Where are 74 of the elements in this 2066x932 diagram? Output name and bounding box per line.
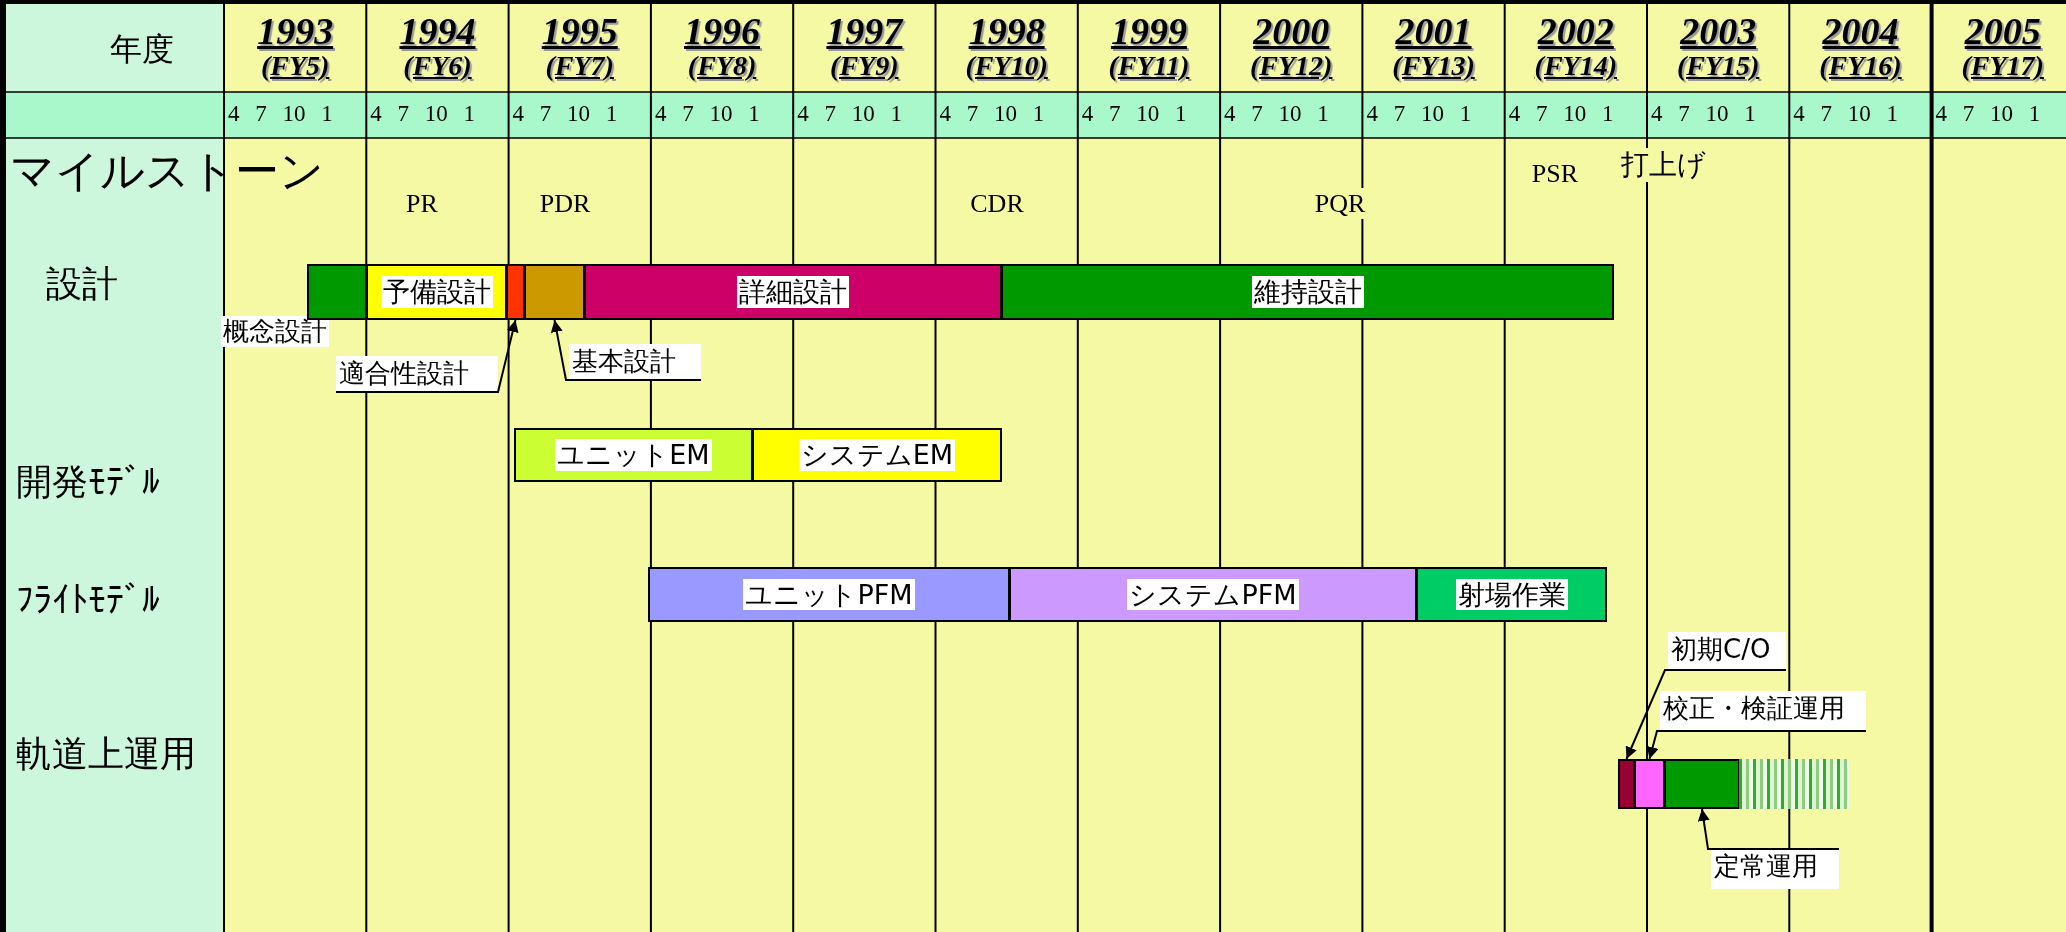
milestone-label: PSR bbox=[1530, 158, 1580, 190]
fiscal-year-label: (FY10) bbox=[964, 52, 1049, 80]
phase-label: 概念設計 bbox=[221, 316, 329, 348]
row-heading: 設計 bbox=[46, 262, 118, 306]
month-scale: 4 7 10 1 bbox=[1366, 100, 1472, 128]
row-heading: ﾌﾗｲﾄﾓﾃﾞﾙ bbox=[16, 578, 160, 622]
gantt-bar: ユニットPFM bbox=[648, 567, 1010, 622]
month-scale: 4 7 10 1 bbox=[939, 100, 1045, 128]
year-label: 1993 bbox=[256, 12, 335, 50]
fiscal-year-label: (FY17) bbox=[1960, 52, 2045, 80]
year-label: 2005 bbox=[1963, 12, 2042, 50]
year-label: 1997 bbox=[825, 12, 905, 50]
year-label: 1994 bbox=[398, 12, 477, 50]
fiscal-year-label: (FY15) bbox=[1675, 52, 1761, 80]
gantt-bar bbox=[1664, 759, 1740, 809]
callout-label: 初期C/O bbox=[1668, 632, 1786, 670]
gantt-bar: ユニットEM bbox=[514, 428, 753, 482]
milestone-label: CDR bbox=[969, 188, 1025, 220]
fiscal-year-label: (FY12) bbox=[1249, 52, 1334, 80]
leader-line bbox=[550, 319, 702, 381]
fiscal-year-label: (FY7) bbox=[544, 52, 615, 80]
callout-label: 定常運用 bbox=[1711, 849, 1839, 889]
fiscal-year-label: (FY14) bbox=[1533, 52, 1619, 80]
column-heading: 年度 bbox=[110, 30, 174, 69]
fiscal-year-label: (FY6) bbox=[402, 52, 473, 80]
month-scale: 4 7 10 1 bbox=[1651, 100, 1756, 128]
fiscal-year-label: (FY9) bbox=[829, 52, 900, 80]
milestone-label: PDR bbox=[538, 188, 592, 220]
leader-line bbox=[335, 319, 519, 393]
year-label: 2004 bbox=[1821, 12, 1900, 50]
gantt-bar bbox=[1634, 759, 1665, 809]
month-scale: 4 7 10 1 bbox=[797, 100, 902, 128]
leader-line bbox=[1697, 808, 1840, 850]
fiscal-year-label: (FY13) bbox=[1391, 52, 1476, 80]
callout-label: 基本設計 bbox=[569, 344, 701, 380]
month-scale: 4 7 10 1 bbox=[1935, 100, 2041, 128]
leader-line bbox=[1625, 669, 1787, 760]
year-label: 1999 bbox=[1109, 12, 1188, 50]
month-scale: 4 7 10 1 bbox=[370, 100, 476, 128]
month-scale: 4 7 10 1 bbox=[1793, 100, 1899, 128]
fiscal-year-label: (FY8) bbox=[686, 52, 758, 80]
year-label: 2002 bbox=[1536, 12, 1615, 50]
year-label: 2001 bbox=[1394, 12, 1473, 50]
row-heading: マイルストーン bbox=[10, 145, 324, 198]
fiscal-year-label: (FY16) bbox=[1818, 52, 1903, 80]
row-heading: 軌道上運用 bbox=[16, 732, 196, 776]
year-label: 2003 bbox=[1679, 12, 1758, 50]
month-scale: 4 7 10 1 bbox=[654, 100, 760, 128]
gantt-bar: 詳細設計 bbox=[584, 264, 1002, 320]
year-label: 2000 bbox=[1252, 12, 1331, 50]
gantt-bar bbox=[524, 264, 585, 320]
gantt-bar: 予備設計 bbox=[366, 264, 507, 320]
gantt-bar: システムEM bbox=[752, 428, 1002, 482]
month-scale: 4 7 10 1 bbox=[1081, 100, 1187, 128]
month-scale: 4 7 10 1 bbox=[512, 100, 618, 128]
row-heading: 開発ﾓﾃﾞﾙ bbox=[16, 460, 160, 504]
gantt-bar: 維持設計 bbox=[1001, 264, 1614, 320]
milestone-label: 打上げ bbox=[1621, 148, 1706, 182]
gantt-bar: システムPFM bbox=[1009, 567, 1417, 622]
callout-label: 校正・検証運用 bbox=[1660, 691, 1866, 731]
year-label: 1996 bbox=[683, 12, 762, 50]
month-scale: 4 7 10 1 bbox=[228, 100, 333, 128]
year-label: 1995 bbox=[540, 12, 619, 50]
gantt-bar bbox=[307, 264, 367, 320]
year-label: 1998 bbox=[967, 12, 1046, 50]
leader-line bbox=[1646, 730, 1867, 760]
milestone-label: PR bbox=[405, 188, 439, 220]
month-scale: 4 7 10 1 bbox=[1508, 100, 1614, 128]
fiscal-year-label: (FY11) bbox=[1107, 52, 1191, 80]
fiscal-year-label: (FY5) bbox=[259, 52, 331, 80]
gantt-bar: 射場作業 bbox=[1416, 567, 1607, 622]
gantt-bar bbox=[1739, 759, 1849, 809]
callout-label: 適合性設計 bbox=[336, 356, 498, 392]
month-scale: 4 7 10 1 bbox=[1224, 100, 1329, 128]
